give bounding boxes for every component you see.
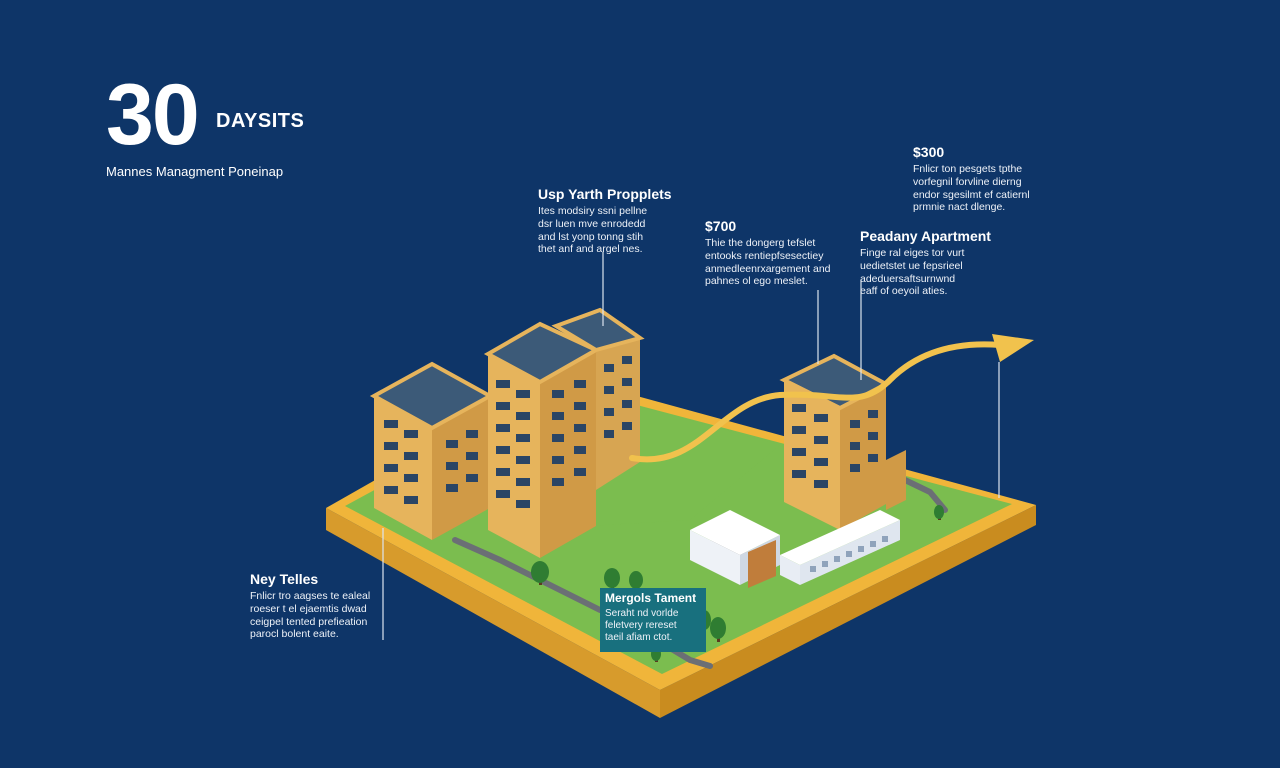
callout-title: Peadany Apartment (860, 228, 991, 244)
road-left (452, 537, 603, 613)
low-building-a-roof (690, 510, 780, 555)
callout-body: Fnlicr ton pesgets tpthe vorfegnil forvl… (913, 163, 1030, 214)
callout-apartment: Peadany Apartment Finge ral eiges tor vu… (860, 228, 1010, 298)
low-building-b-windows (810, 536, 888, 572)
building-back-side (596, 338, 640, 490)
building-left-windows (384, 420, 478, 504)
shop-front (748, 540, 776, 588)
road-right (902, 477, 948, 513)
platform-front-right-edge (660, 505, 1036, 718)
callout-title: $700 (705, 218, 737, 234)
growth-arrow (629, 334, 1034, 463)
callout-body: Fnlicr tro aagses te ealeal roeser t el … (250, 590, 371, 641)
tree (531, 561, 549, 585)
tree (710, 617, 726, 642)
tree (604, 568, 620, 592)
building-back-roof (551, 307, 645, 353)
header-unit: DAYSITS (216, 110, 305, 132)
callout-body: Thie the dongerg tefslet entooks rentiep… (705, 237, 831, 288)
building-tall-side (488, 354, 540, 558)
building-right (779, 353, 906, 530)
callout-price-300: $300 Fnlicr ton pesgets tpthe vorfegnil … (913, 144, 1053, 214)
callout-highlight-box: Mergols Tament Seraht nd vorlde feletver… (600, 588, 706, 652)
building-tall-windows (496, 356, 632, 508)
building-tall (483, 307, 645, 558)
low-buildings (690, 510, 900, 588)
growth-arrow-path (629, 341, 1003, 463)
building-right-annex (886, 450, 906, 510)
tree (934, 505, 944, 520)
callout-body: Seraht nd vorlde feletvery rereset taeil… (605, 607, 679, 643)
tree (629, 571, 643, 590)
callout-tiles: Ney Telles Fnlicr tro aagses te ealeal r… (250, 571, 390, 641)
low-building-a-side (690, 530, 740, 585)
header-number: 30 (106, 67, 200, 163)
callout-title: $300 (913, 144, 945, 160)
building-right-windows (792, 404, 878, 488)
callout-youth-properties: Usp Yarth Propplets Ites modsiry ssni pe… (538, 186, 688, 256)
callout-title: Usp Yarth Propplets (538, 186, 672, 202)
building-tall-front (540, 350, 596, 558)
callout-body: Ites modsiry ssni pellne dsr luen mve en… (538, 205, 648, 256)
callout-title: Ney Telles (250, 571, 319, 587)
callout-body: Finge ral eiges tor vurt uedietstet ue f… (860, 247, 965, 298)
growth-arrow-head (992, 334, 1034, 362)
building-left (369, 361, 495, 540)
callout-price-700: $700 Thie the dongerg tefslet entooks re… (705, 218, 845, 288)
header-subtitle: Mannes Managment Poneinap (106, 164, 284, 179)
platform-front-left-edge (326, 508, 660, 718)
trees (531, 505, 944, 662)
callout-title: Mergols Tament (605, 591, 697, 605)
low-building-b-roof (780, 510, 900, 565)
leader-lines (382, 252, 1000, 640)
